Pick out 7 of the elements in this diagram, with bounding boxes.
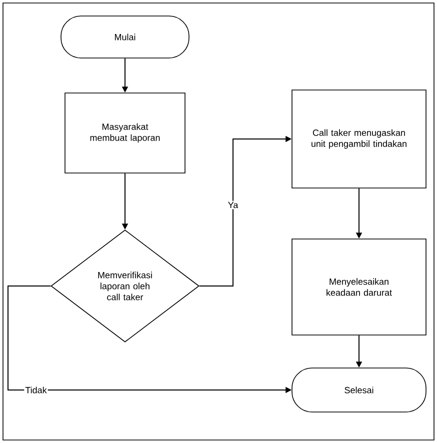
process-box: Masyarakat membuat laporan bbox=[64, 92, 186, 174]
edge-label: Tidak bbox=[24, 386, 48, 394]
terminal-box: Selesai bbox=[292, 368, 426, 412]
process-box: Menyelesaikan keadaan darurat bbox=[292, 238, 426, 336]
process-box: Call taker menugaskan unit pengambil tindakan bbox=[292, 90, 426, 188]
terminal-box: Mulai bbox=[60, 16, 190, 58]
edge-label: Ya bbox=[226, 200, 240, 210]
